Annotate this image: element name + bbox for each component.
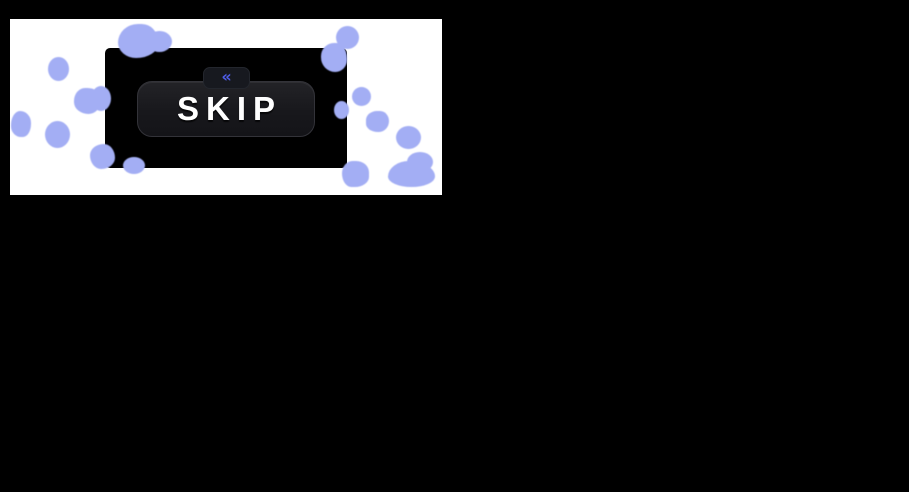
double-chevron-left-icon: « xyxy=(221,67,232,86)
white-card: « SKIP xyxy=(10,19,442,195)
skip-button-label: SKIP xyxy=(176,90,283,127)
collapse-tab[interactable]: « xyxy=(203,67,250,89)
skip-button[interactable]: SKIP xyxy=(137,81,315,137)
skip-panel: « SKIP xyxy=(105,48,347,168)
